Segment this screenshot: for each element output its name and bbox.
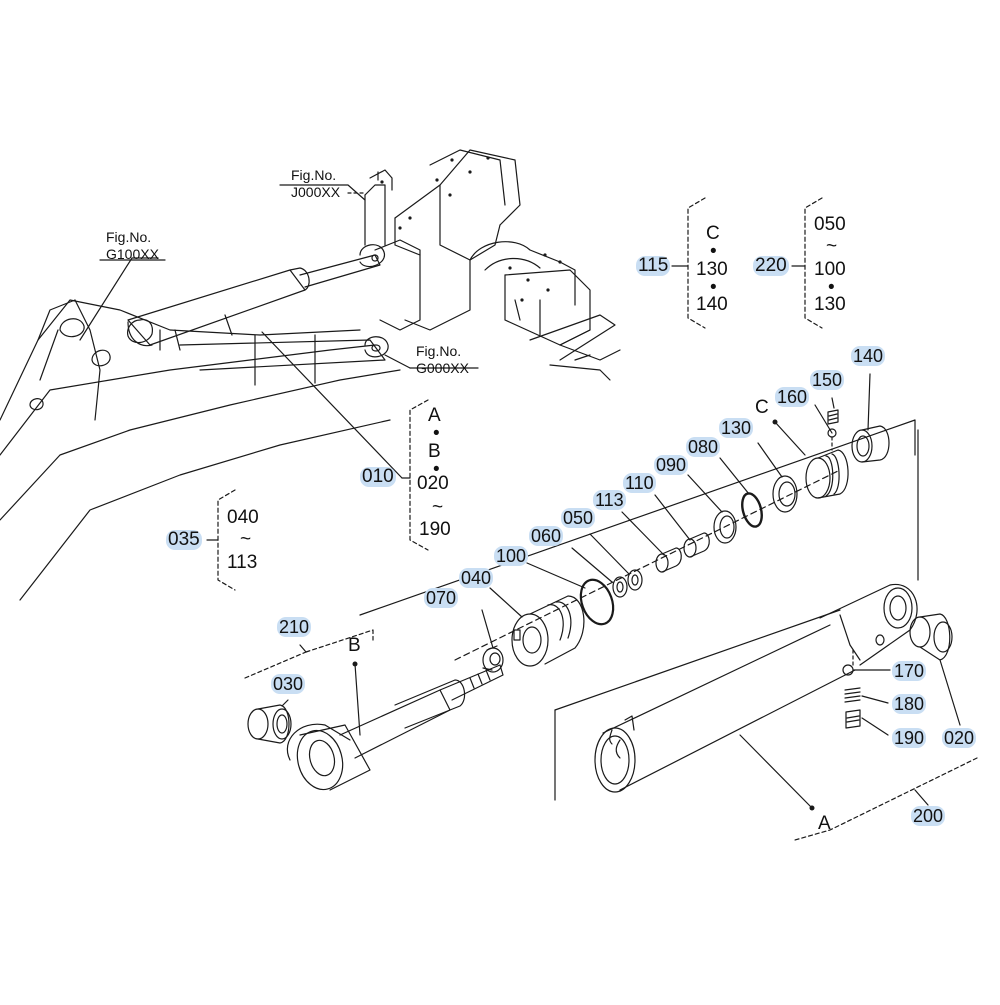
leader-b bbox=[354, 663, 361, 736]
part-label-220[interactable]: 220 bbox=[753, 255, 789, 276]
boom-assembly bbox=[0, 244, 401, 601]
part-label-150[interactable]: 150 bbox=[810, 370, 845, 390]
rod-assembly-frame bbox=[244, 629, 374, 679]
part-label-210[interactable]: 210 bbox=[277, 617, 312, 637]
group-115-item-3: • bbox=[710, 277, 717, 298]
part-label-080[interactable]: 080 bbox=[686, 437, 721, 457]
part-label-140[interactable]: 140 bbox=[851, 346, 886, 366]
tube-panel-frame bbox=[554, 609, 841, 801]
part-label-020[interactable]: 020 bbox=[942, 728, 977, 748]
group-115-item-1: • bbox=[710, 241, 717, 262]
leader-210 bbox=[299, 644, 307, 653]
group-115-item-4: 140 bbox=[696, 294, 728, 315]
group-115-item-0: C bbox=[706, 223, 720, 244]
part-label-010[interactable]: 010 bbox=[360, 466, 396, 487]
part-label-160[interactable]: 160 bbox=[775, 387, 810, 407]
part-label-070[interactable]: 070 bbox=[424, 588, 459, 608]
leader-020 bbox=[939, 659, 961, 726]
leader-c bbox=[774, 421, 806, 456]
part-140-bushing bbox=[851, 425, 890, 463]
part-050-ring bbox=[627, 569, 643, 591]
group-035-item-1: ~ bbox=[240, 529, 252, 550]
leader-030 bbox=[281, 699, 289, 707]
part-130-seal bbox=[772, 475, 798, 513]
swing-frame bbox=[347, 149, 621, 381]
part-100-oring bbox=[579, 578, 615, 626]
group-220-item-3: • bbox=[828, 277, 835, 298]
leader-g000 bbox=[384, 354, 411, 369]
leader-180 bbox=[861, 695, 889, 704]
part-label-170[interactable]: 170 bbox=[892, 661, 927, 681]
part-label-100[interactable]: 100 bbox=[494, 546, 529, 566]
fig-ref-j000-label: Fig.No. bbox=[291, 167, 337, 183]
group-035-item-2: 113 bbox=[227, 552, 258, 573]
part-150-fitting bbox=[827, 409, 839, 425]
ref-letter-c: C bbox=[755, 397, 769, 418]
part-centerline bbox=[454, 469, 841, 661]
group-010-item-2: B bbox=[428, 441, 441, 462]
part-label-200[interactable]: 200 bbox=[911, 806, 946, 826]
part-030-bushing bbox=[247, 704, 292, 744]
fig-ref-g000: Fig.No. G000XX bbox=[416, 343, 469, 377]
group-010-item-3: • bbox=[433, 459, 440, 480]
part-label-180[interactable]: 180 bbox=[892, 694, 927, 714]
cylinder-panel-frame bbox=[359, 419, 919, 616]
part-label-060[interactable]: 060 bbox=[529, 526, 564, 546]
group-115-item-2: 130 bbox=[696, 259, 728, 280]
part-label-113[interactable]: 113 bbox=[593, 490, 626, 510]
part-rod bbox=[286, 664, 504, 791]
leader-j000 bbox=[279, 184, 366, 201]
leader-190 bbox=[861, 717, 889, 736]
leader-010 bbox=[261, 331, 403, 479]
part-090-seal bbox=[713, 510, 737, 544]
part-rod-cover bbox=[805, 449, 849, 499]
part-040-piston bbox=[511, 595, 585, 667]
fig-ref-g100-code: G100XX bbox=[106, 246, 159, 262]
group-035-item-0: 040 bbox=[227, 507, 259, 528]
part-110-bushing bbox=[683, 532, 710, 558]
part-label-110[interactable]: 110 bbox=[623, 473, 656, 493]
part-label-030[interactable]: 030 bbox=[271, 674, 306, 694]
group-010-item-5: ~ bbox=[432, 497, 444, 518]
fig-ref-g100: Fig.No. G100XX bbox=[106, 229, 159, 263]
leader-200 bbox=[914, 789, 929, 806]
ref-letter-b: B bbox=[348, 635, 361, 656]
group-brackets bbox=[217, 197, 823, 591]
fig-ref-j000: Fig.No. J000XX bbox=[291, 167, 340, 201]
part-113-bushing bbox=[655, 547, 682, 573]
part-020-bushing bbox=[909, 613, 953, 661]
part-label-090[interactable]: 090 bbox=[654, 455, 689, 475]
group-220-item-0: 050 bbox=[814, 214, 846, 235]
fig-ref-j000-code: J000XX bbox=[291, 184, 341, 200]
group-010-item-4: 020 bbox=[417, 473, 449, 494]
part-label-050[interactable]: 050 bbox=[561, 508, 596, 528]
part-label-040[interactable]: 040 bbox=[459, 568, 494, 588]
group-220-item-2: 100 bbox=[814, 259, 846, 280]
fig-ref-g100-label: Fig.No. bbox=[106, 229, 152, 245]
part-label-115[interactable]: 115 bbox=[636, 255, 671, 276]
part-label-190[interactable]: 190 bbox=[892, 728, 927, 748]
group-220-item-4: 130 bbox=[814, 294, 846, 315]
ref-letter-a: A bbox=[818, 813, 831, 834]
part-060-ring bbox=[612, 576, 628, 598]
leader-g100 bbox=[79, 257, 159, 341]
part-180-spring bbox=[844, 687, 861, 703]
leader-a bbox=[739, 734, 813, 809]
bracket-200 bbox=[794, 757, 978, 841]
part-170-ball bbox=[842, 664, 854, 676]
fig-ref-g000-code: G000XX bbox=[416, 360, 469, 376]
part-leaders bbox=[481, 373, 871, 649]
fig-ref-g000-label: Fig.No. bbox=[416, 343, 462, 359]
part-label-035[interactable]: 035 bbox=[166, 529, 202, 550]
part-200-tube bbox=[594, 583, 918, 793]
group-010-item-1: • bbox=[433, 423, 440, 444]
group-010-item-6: 190 bbox=[419, 519, 451, 540]
group-010-item-0: A bbox=[428, 405, 441, 426]
part-080-oring bbox=[741, 492, 763, 528]
part-190-plug bbox=[845, 709, 861, 729]
part-label-130[interactable]: 130 bbox=[719, 418, 754, 438]
group-220-item-1: ~ bbox=[826, 236, 838, 257]
